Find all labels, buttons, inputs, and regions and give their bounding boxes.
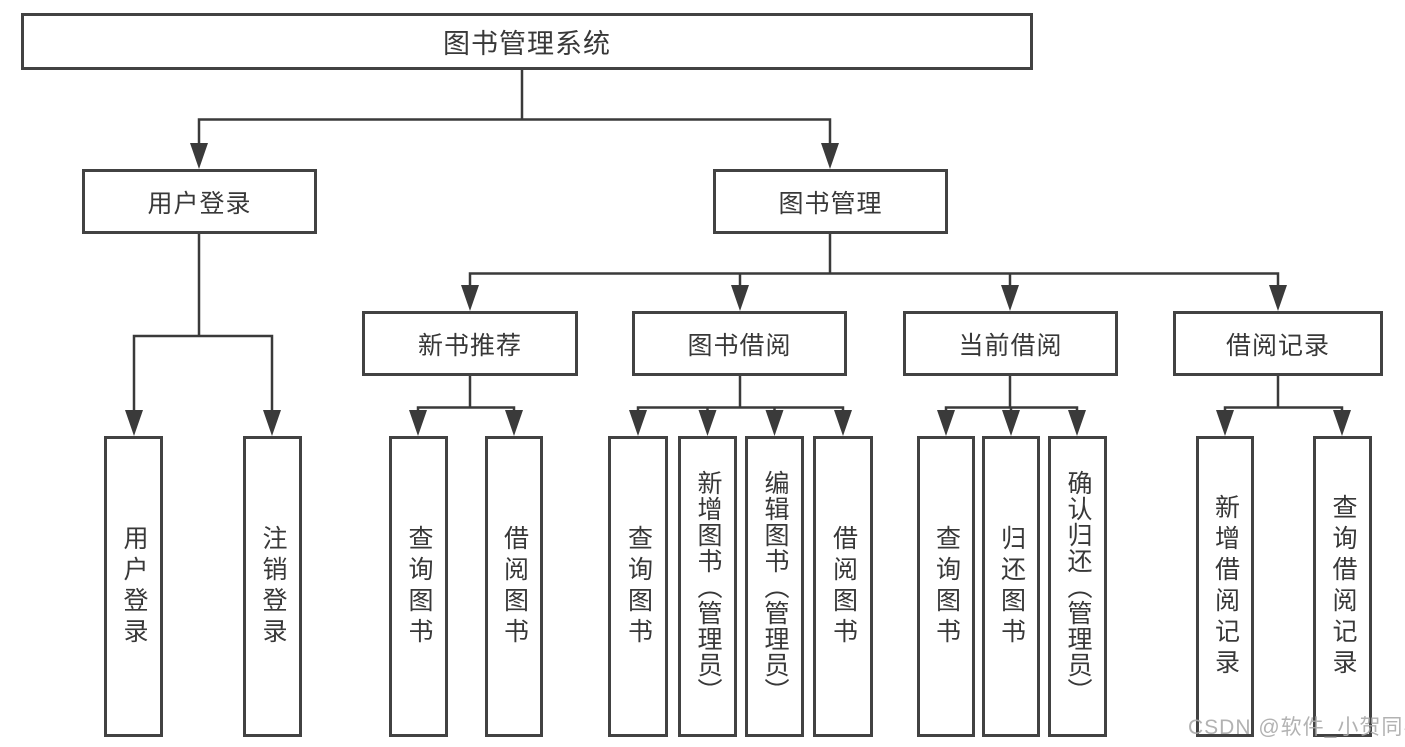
leaf-return-books: 归还图书 <box>982 436 1040 737</box>
node-label: 查询图书 <box>405 524 433 649</box>
node-borrow-records: 借阅记录 <box>1173 311 1383 376</box>
leaf-query-books: 查询图书 <box>608 436 668 737</box>
node-label: 归还图书 <box>997 524 1026 649</box>
arrow-down-icon <box>937 410 955 436</box>
arrow-down-icon <box>125 410 143 436</box>
node-label: 用户登录 <box>120 524 148 649</box>
arrow-down-icon <box>821 143 839 169</box>
watermark-text: CSDN @软件_小贺同学 <box>1188 716 1405 739</box>
arrow-down-icon <box>1333 410 1351 436</box>
arrow-down-icon <box>409 410 427 436</box>
node-label: 借阅记录 <box>1225 331 1330 360</box>
node-label: 图书借阅 <box>687 331 792 360</box>
arrow-down-icon <box>263 410 281 436</box>
leaf-query-books: 查询图书 <box>917 436 975 737</box>
node-label: 确认归还（管理员） <box>1064 469 1092 704</box>
node-label: 查询借阅记录 <box>1329 493 1357 680</box>
arrow-down-icon <box>765 410 784 436</box>
arrow-down-icon <box>698 410 717 436</box>
arrow-down-icon <box>1216 410 1234 436</box>
node-label: 注销登录 <box>259 524 287 649</box>
leaf-user-login: 用户登录 <box>104 436 163 737</box>
leaf-query-borrow-record: 查询借阅记录 <box>1313 436 1372 737</box>
node-label: 图书管理 <box>778 189 883 218</box>
node-label: 新增借阅记录 <box>1211 493 1240 680</box>
arrowheads <box>125 143 1351 436</box>
leaf-confirm-return-admin: 确认归还（管理员） <box>1048 436 1107 737</box>
node-label: 新书推荐 <box>417 331 522 360</box>
node-book-management: 图书管理 <box>713 169 948 234</box>
node-current-borrow: 当前借阅 <box>903 311 1118 376</box>
connector-lines <box>132 67 1344 412</box>
node-new-book-recommend: 新书推荐 <box>362 311 578 376</box>
node-label: 编辑图书（管理员） <box>761 469 789 704</box>
node-label: 新增图书（管理员） <box>694 469 722 704</box>
leaf-edit-books-admin: 编辑图书（管理员） <box>745 436 804 737</box>
node-label: 查询图书 <box>624 524 653 649</box>
leaf-borrow-books: 借阅图书 <box>813 436 873 737</box>
arrow-down-icon <box>1269 285 1287 311</box>
arrow-down-icon <box>1002 410 1020 436</box>
node-label: 查询图书 <box>932 524 961 649</box>
node-library-management-system: 图书管理系统 <box>21 13 1033 70</box>
arrow-down-icon <box>834 410 852 436</box>
arrow-down-icon <box>461 285 479 311</box>
leaf-query-books: 查询图书 <box>389 436 448 737</box>
node-label: 图书管理系统 <box>443 29 611 59</box>
leaf-add-borrow-record: 新增借阅记录 <box>1196 436 1254 737</box>
node-label: 当前借阅 <box>958 331 1063 360</box>
arrow-down-icon <box>190 143 208 169</box>
leaf-logout: 注销登录 <box>243 436 302 737</box>
node-user-login: 用户登录 <box>82 169 317 234</box>
arrow-down-icon <box>629 410 647 436</box>
node-label: 用户登录 <box>147 189 252 218</box>
leaf-borrow-books: 借阅图书 <box>485 436 543 737</box>
node-label: 借阅图书 <box>829 524 858 649</box>
arrow-down-icon <box>731 285 749 311</box>
arrow-down-icon <box>1001 285 1019 311</box>
node-book-borrow: 图书借阅 <box>632 311 847 376</box>
arrow-down-icon <box>505 410 523 436</box>
leaf-add-books-admin: 新增图书（管理员） <box>678 436 737 737</box>
node-label: 借阅图书 <box>500 524 529 649</box>
arrow-down-icon <box>1068 410 1086 436</box>
